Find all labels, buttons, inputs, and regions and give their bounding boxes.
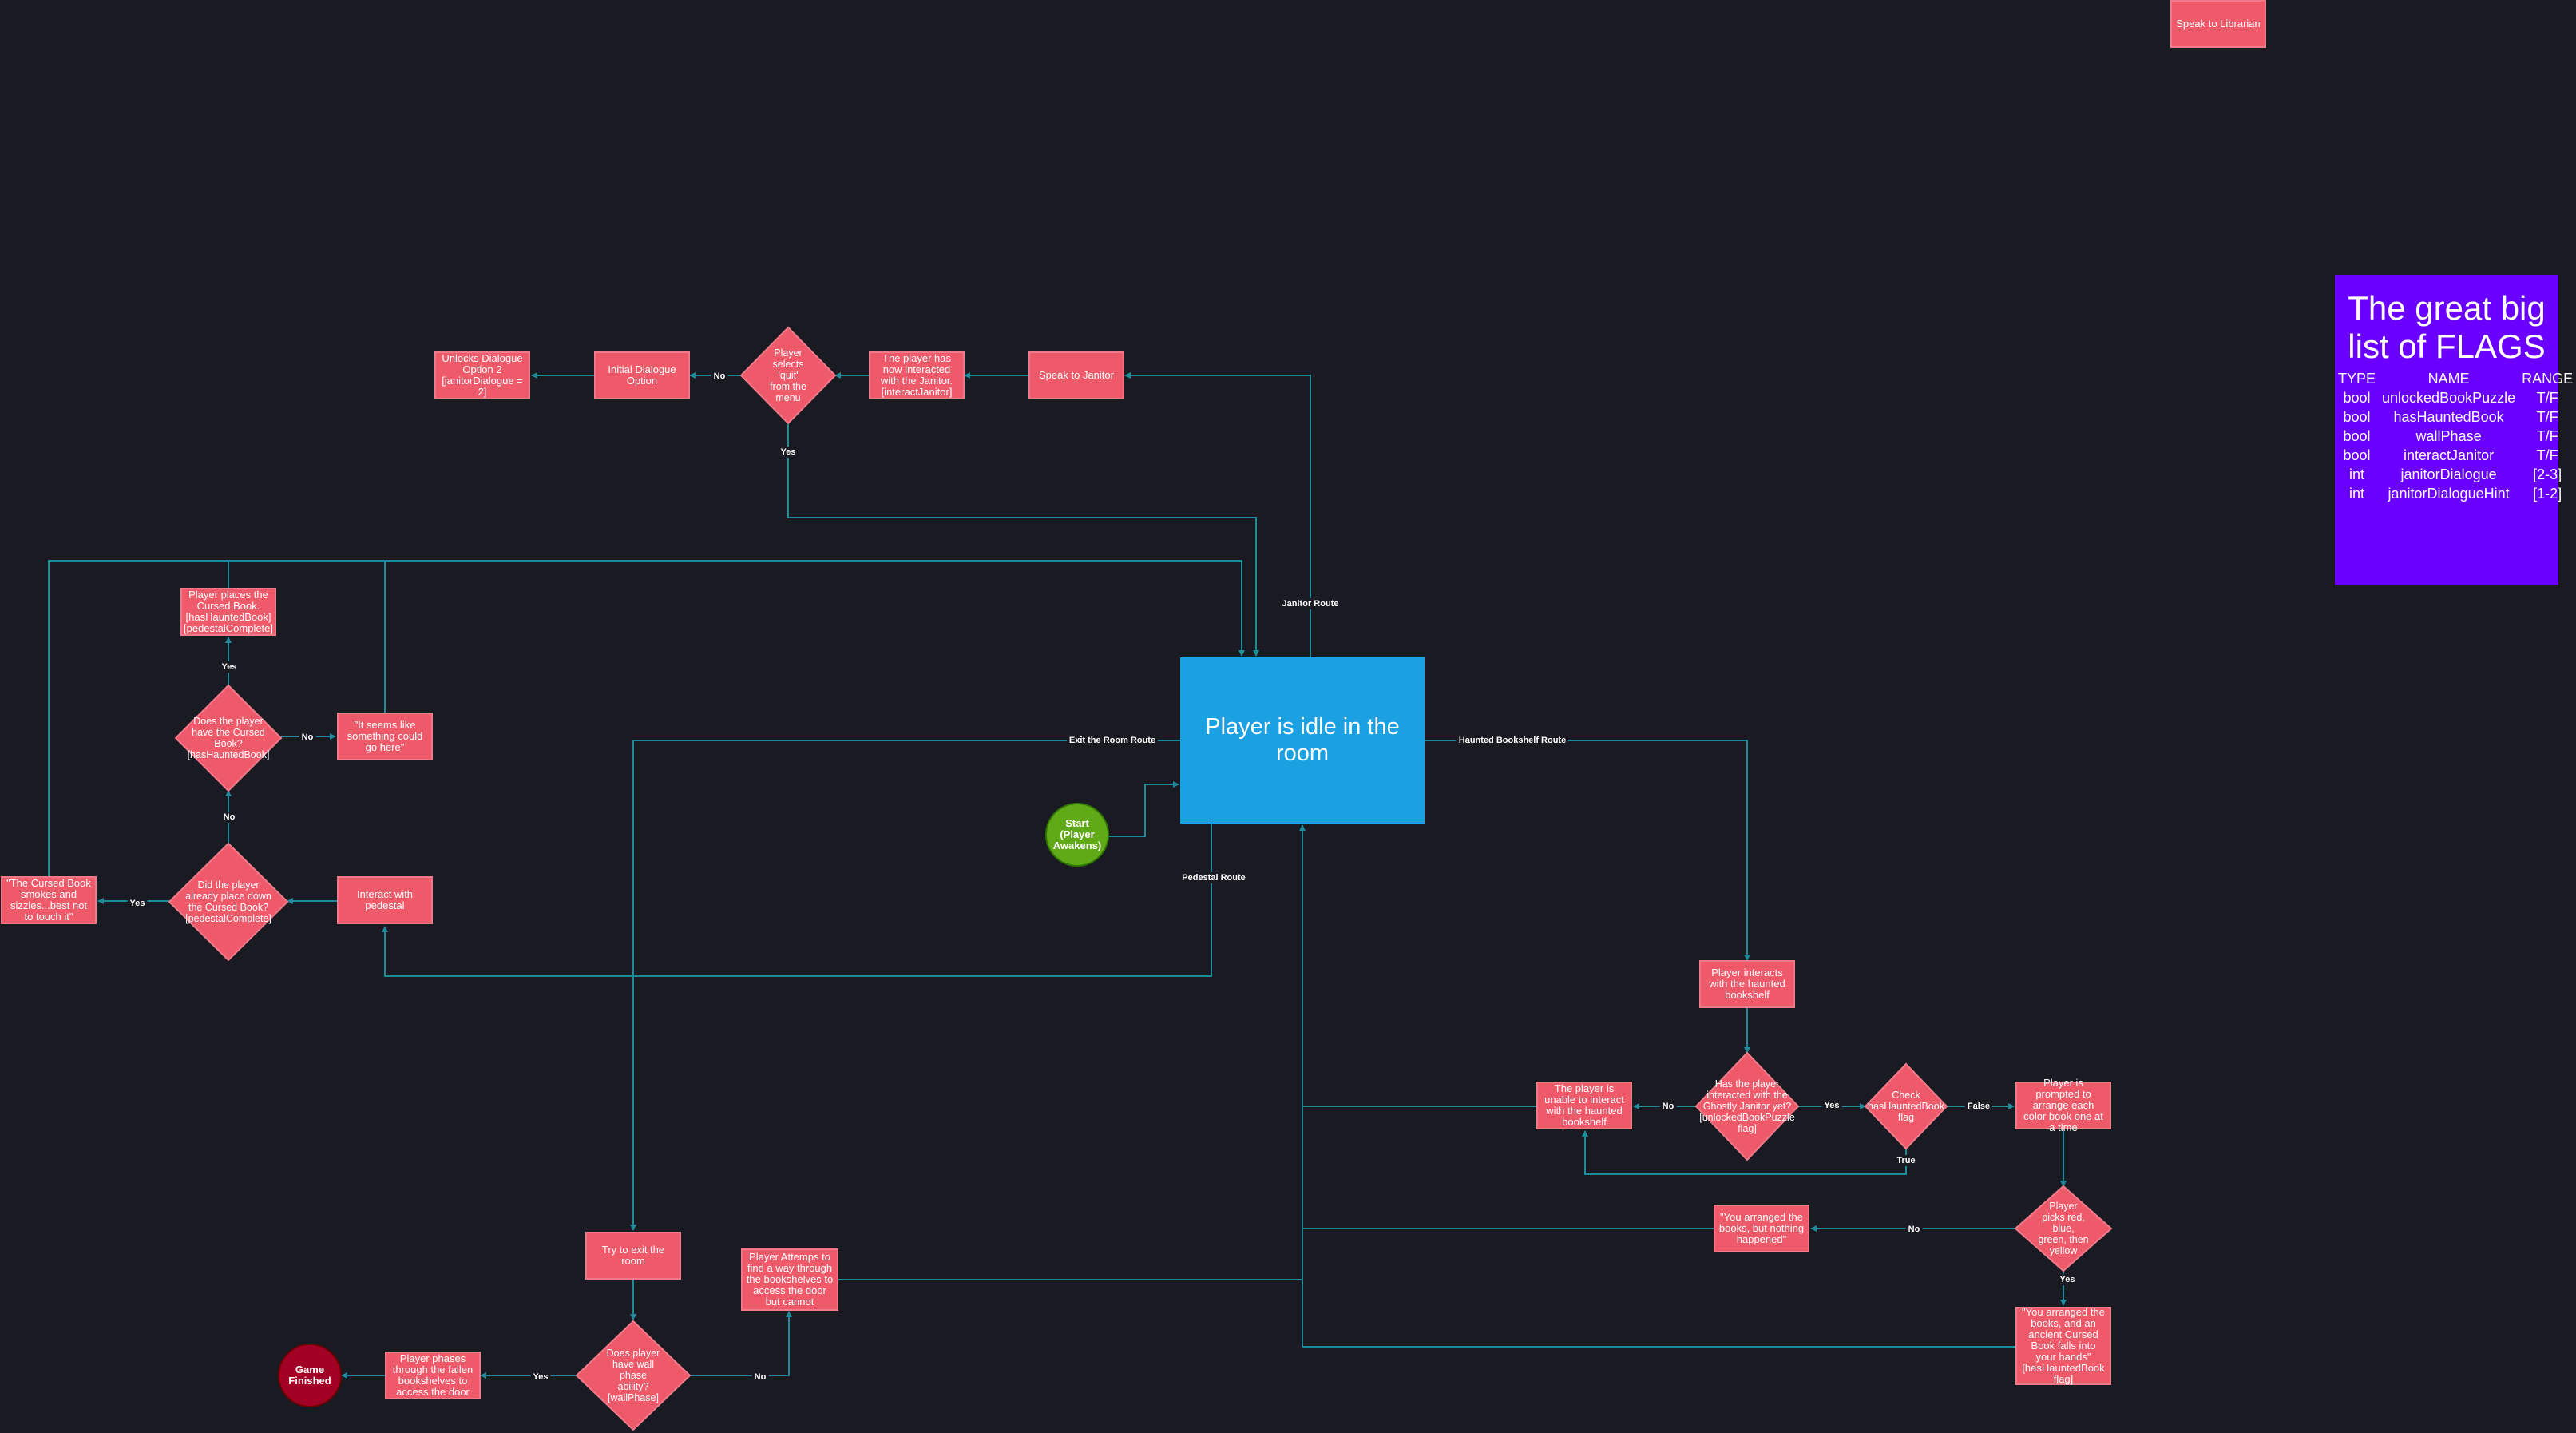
pedestal-route-label: Pedestal Route <box>1179 872 1248 883</box>
prompted-arrange-node[interactable]: Player is prompted to arrange each color… <box>2015 1078 2111 1133</box>
ghost-no-label: No <box>1659 1101 1677 1112</box>
has-cursed-book-decision[interactable]: Does the player have the Cursed Book? [h… <box>174 684 283 792</box>
diamond-shape <box>575 1320 692 1431</box>
check-haunted-decision[interactable]: Check hasHauntedBook flag <box>1864 1062 1948 1150</box>
flags-header-cell: NAME <box>2427 371 2470 387</box>
ancient-cursed-book-node[interactable]: "You arranged the books, and an ancient … <box>2015 1307 2111 1385</box>
picks-no-label: No <box>1905 1224 1923 1235</box>
flag-row: int janitorDialogue [2-3] <box>2335 465 2576 484</box>
quit-menu-decision[interactable]: Player selects 'quit' from the menu <box>739 326 837 425</box>
wall-phase-decision[interactable]: Does player have wall phase ability? [wa… <box>575 1320 692 1431</box>
flag-row: int janitorDialogueHint [1-2] <box>2335 484 2576 503</box>
flags-table: TYPE NAME RANGE bool unlockedBookPuzzle … <box>2335 369 2576 503</box>
flag-type: int <box>2349 466 2365 482</box>
flag-row: bool wallPhase T/F <box>2335 427 2576 446</box>
interacts-bookshelf-node[interactable]: Player interacts with the haunted booksh… <box>1699 960 1795 1008</box>
check-haunted-label: Check hasHauntedBook flag <box>1868 1090 1944 1123</box>
placed-no-label: No <box>220 812 238 823</box>
player-idle-node[interactable]: Player is idle in the room <box>1180 657 1425 824</box>
ghostly-janitor-label: Has the player interacted with the Ghost… <box>1699 1078 1795 1134</box>
speak-to-librarian-node[interactable]: Speak to Librarian <box>2170 0 2266 48</box>
check-true-label: True <box>1894 1155 1918 1166</box>
edge-smokes-return <box>48 560 1245 876</box>
flag-name: wallPhase <box>2415 428 2482 444</box>
quit-menu-label: Player selects 'quit' from the menu <box>770 347 806 403</box>
unable-bookshelf-node[interactable]: The player is unable to interact with th… <box>1536 1082 1632 1129</box>
unlocks-dialogue-node[interactable]: Unlocks Dialogue Option 2 [janitorDialog… <box>434 351 530 399</box>
flag-row: bool unlockedBookPuzzle T/F <box>2335 388 2576 407</box>
ghostly-janitor-decision[interactable]: Has the player interacted with the Ghost… <box>1694 1051 1800 1161</box>
has-yes-label: Yes <box>219 661 240 673</box>
quit-no-label: No <box>711 371 728 382</box>
flag-range: T/F <box>2536 447 2558 463</box>
haunted-route-label: Haunted Bookshelf Route <box>1456 735 1569 746</box>
wall-no-label: No <box>751 1371 769 1383</box>
flags-header-cell: RANGE <box>2522 371 2574 387</box>
janitor-route-label: Janitor Route <box>1279 598 1342 609</box>
attempts-find-node[interactable]: Player Attemps to find a way through the… <box>741 1248 838 1311</box>
flag-name: janitorDialogue <box>2400 466 2497 482</box>
flag-name: hasHauntedBook <box>2393 409 2504 425</box>
diamond-shape <box>168 842 289 962</box>
flags-panel: The great big list of FLAGS TYPE NAME RA… <box>2335 275 2573 585</box>
flag-type: bool <box>2343 390 2371 406</box>
edge-exit-route <box>630 740 1180 1231</box>
nothing-happened-node[interactable]: "You arranged the books, but nothing hap… <box>1714 1205 1809 1252</box>
flag-type: bool <box>2343 409 2371 425</box>
edge-haunted-route <box>1425 740 1750 961</box>
edge-janitor-route <box>1124 372 1311 657</box>
diamond-shape <box>1694 1051 1800 1161</box>
already-placed-label: Did the player already place down the Cu… <box>185 879 271 924</box>
game-finished-node[interactable]: Game Finished <box>278 1344 342 1407</box>
initial-dialogue-node[interactable]: Initial Dialogue Option <box>594 351 690 399</box>
cursed-smokes-node[interactable]: "The Cursed Book smokes and sizzles...be… <box>1 876 97 924</box>
wall-yes-label: Yes <box>530 1371 551 1383</box>
flag-range: T/F <box>2536 409 2558 425</box>
has-cursed-book-label: Does the player have the Cursed Book? [h… <box>187 716 270 760</box>
already-placed-decision[interactable]: Did the player already place down the Cu… <box>168 842 289 962</box>
flags-header-cell: TYPE <box>2338 371 2376 387</box>
placed-yes-label: Yes <box>127 898 148 909</box>
flag-name: interactJanitor <box>2404 447 2495 463</box>
flag-type: bool <box>2343 447 2371 463</box>
flag-type: bool <box>2343 428 2371 444</box>
flag-name: unlockedBookPuzzle <box>2382 390 2516 406</box>
quit-yes-label: Yes <box>778 447 799 458</box>
edge-pedestal-route <box>382 824 1212 977</box>
edge-wall-no <box>690 1311 792 1376</box>
flags-header-row: TYPE NAME RANGE <box>2335 369 2576 388</box>
has-no-label: No <box>299 732 316 743</box>
picks-colors-decision[interactable]: Player picks red, blue, green, then yell… <box>2014 1185 2113 1272</box>
flag-range: T/F <box>2536 428 2558 444</box>
edge-quit-yes <box>787 423 1259 657</box>
phases-through-node[interactable]: Player phases through the fallen bookshe… <box>385 1352 481 1399</box>
flag-range: T/F <box>2536 390 2558 406</box>
speak-to-janitor-node[interactable]: Speak to Janitor <box>1028 351 1124 399</box>
picks-colors-label: Player picks red, blue, green, then yell… <box>2038 1201 2089 1256</box>
wall-phase-label: Does player have wall phase ability? [wa… <box>606 1348 660 1403</box>
try-exit-node[interactable]: Try to exit the room <box>585 1232 681 1280</box>
flag-row: bool hasHauntedBook T/F <box>2335 407 2576 427</box>
check-false-label: False <box>1964 1101 1993 1112</box>
picks-yes-label: Yes <box>2057 1274 2078 1285</box>
interact-pedestal-node[interactable]: Interact with pedestal <box>337 876 433 924</box>
flag-range: [1-2] <box>2533 486 2562 502</box>
diamond-shape <box>174 684 283 792</box>
flags-title: The great big list of FLAGS <box>2348 289 2546 365</box>
interacted-janitor-node[interactable]: The player has now interacted with the J… <box>869 351 965 399</box>
start-node[interactable]: Start (Player Awakens) <box>1045 803 1109 867</box>
exit-route-label: Exit the Room Route <box>1066 735 1159 746</box>
flag-row: bool interactJanitor T/F <box>2335 446 2576 465</box>
diamond-shape <box>1864 1062 1948 1150</box>
edge-start-idle <box>1109 781 1179 837</box>
ghost-yes-label: Yes <box>1821 1100 1842 1111</box>
places-cursed-book-node[interactable]: Player places the Cursed Book. [hasHaunt… <box>180 588 276 636</box>
flag-name: janitorDialogueHint <box>2388 486 2510 502</box>
flag-range: [2-3] <box>2533 466 2562 482</box>
diamond-shape <box>739 326 837 425</box>
flag-type: int <box>2349 486 2365 502</box>
diamond-shape <box>2014 1185 2113 1272</box>
seems-like-node[interactable]: "It seems like something could go here" <box>337 713 433 760</box>
